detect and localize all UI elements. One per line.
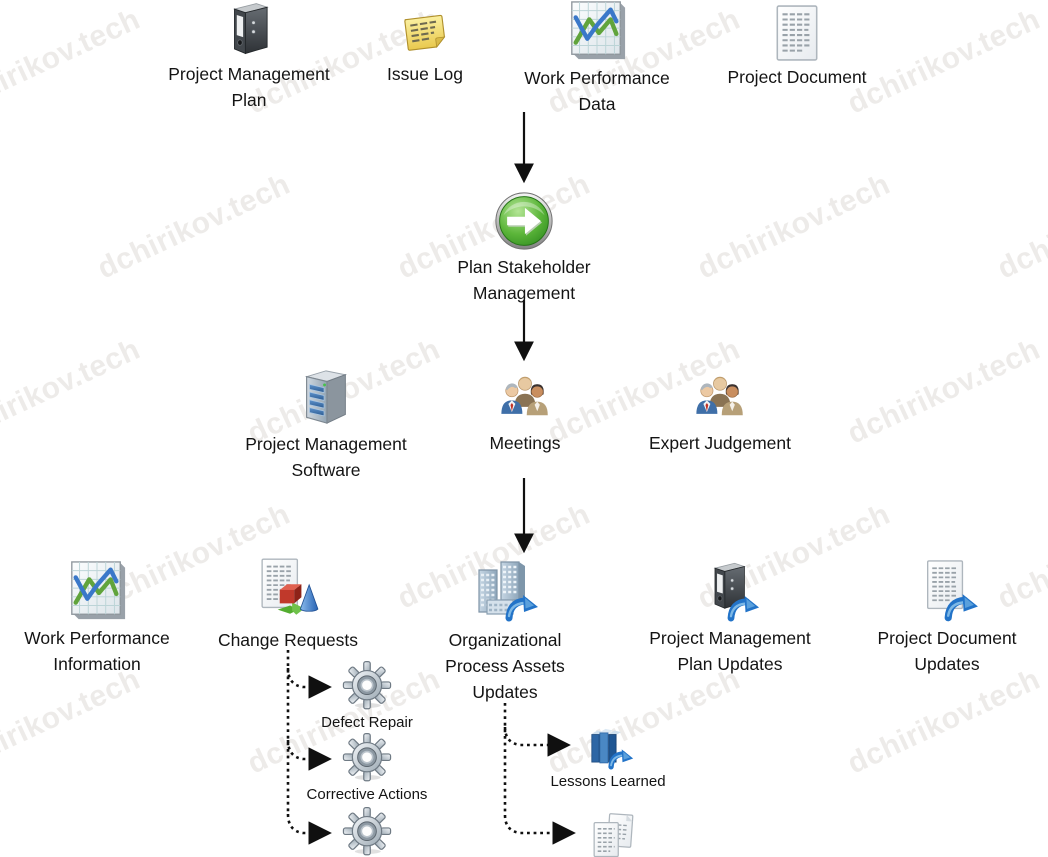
- change-request-icon: [255, 558, 321, 624]
- node-label: Issue Log: [387, 64, 463, 84]
- gear-icon: [341, 806, 393, 857]
- dotted-branch-documents: [503, 814, 576, 845]
- process-arrow-icon: [494, 191, 554, 251]
- gear-icon: [341, 660, 393, 712]
- dotted-branch-preventive: [286, 813, 332, 845]
- node-documents-bottom: [586, 811, 638, 857]
- watermark-text: dchirikov.tech: [0, 332, 146, 451]
- node-corrective-actions: Corrective Actions: [282, 732, 452, 805]
- node-gear-bottom: [341, 806, 393, 857]
- buildings-update-icon: [471, 558, 539, 624]
- node-label: Defect Repair: [321, 714, 413, 731]
- watermark-text: dchirikov.tech: [992, 167, 1048, 286]
- people-group-icon: [691, 371, 749, 427]
- node-project-document: Project Document: [697, 5, 897, 90]
- node-label: Meetings: [489, 433, 561, 453]
- server-icon: [295, 366, 357, 428]
- node-expert-judgement: Expert Judgement: [625, 371, 815, 456]
- documents-icon: [587, 811, 637, 857]
- binder-icon: [220, 0, 278, 58]
- note-icon: [399, 6, 451, 58]
- node-label: Expert Judgement: [648, 433, 792, 453]
- watermark-text: dchirikov.tech: [842, 662, 1046, 781]
- node-label: Corrective Actions: [306, 786, 428, 803]
- binder-update-icon: [698, 560, 762, 622]
- document-update-icon: [915, 560, 979, 622]
- node-label: Change Requests: [217, 630, 359, 650]
- line-chart-icon: [566, 0, 628, 62]
- node-lessons-learned: Lessons Learned: [528, 724, 688, 792]
- watermark-text: dchirikov.tech: [842, 332, 1046, 451]
- gear-icon: [341, 732, 393, 784]
- watermark-text: dchirikov.tech: [0, 2, 146, 121]
- node-meetings: Meetings: [435, 371, 615, 456]
- node-label: Project Document: [727, 67, 867, 87]
- node-issue-log: Issue Log: [335, 6, 515, 87]
- line-chart-icon: [66, 560, 128, 622]
- node-label: Lessons Learned: [550, 773, 666, 790]
- node-change-requests: Change Requests: [193, 558, 383, 653]
- node-defect-repair: Defect Repair: [287, 660, 447, 733]
- watermark-text: dchirikov.tech: [692, 167, 896, 286]
- people-group-icon: [496, 371, 554, 427]
- books-update-icon: [582, 724, 634, 771]
- watermark-text: dchirikov.tech: [92, 167, 296, 286]
- document-icon: [776, 5, 818, 61]
- watermark-text: dchirikov.tech: [0, 662, 146, 781]
